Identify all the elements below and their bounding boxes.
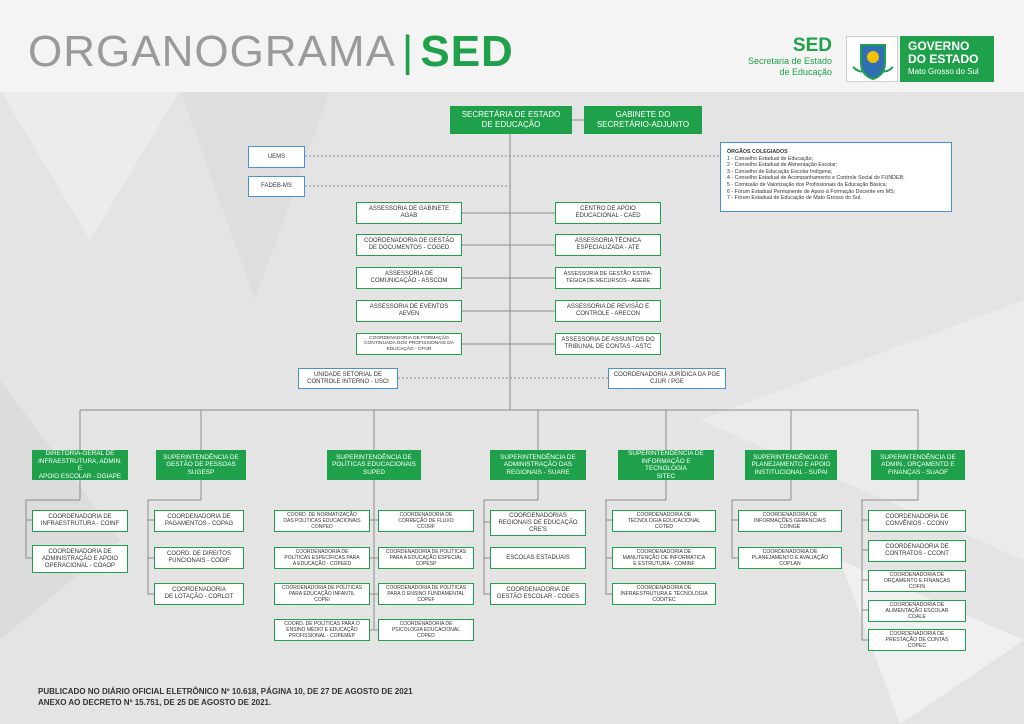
footer-note: PUBLICADO NO DIÁRIO OFICIAL ELETRÔNICO N…: [38, 686, 413, 708]
copef-box[interactable]: COORDENADORIA DE POLÍTICAS PARA O ENSINO…: [378, 583, 474, 605]
dgiape-box[interactable]: DIRETORIA-GERAL DE INFRAESTRUTURA, ADMIN…: [32, 450, 128, 480]
footer-line1: PUBLICADO NO DIÁRIO OFICIAL ELETRÔNICO N…: [38, 687, 413, 696]
government-logo: GOVERNO DO ESTADO Mato Grosso do Sul: [900, 36, 994, 82]
gov-line3: Mato Grosso do Sul: [908, 67, 979, 76]
state-coat-of-arms-icon: [846, 36, 898, 82]
gov-line1: GOVERNO: [908, 39, 970, 53]
orgaos-item: 1 - Conselho Estadual de Educação;: [727, 155, 813, 162]
copeed-box[interactable]: COORDENADORIA DE POLÍTICAS ESPECÍFICAS P…: [274, 547, 370, 569]
footer-line2: ANEXO AO DECRETO Nº 15.751, DE 25 DE AGO…: [38, 698, 272, 707]
assessoria-box-agere[interactable]: ASSESSORIA DE GESTÃO ESTRA- TÉGICA DE RE…: [555, 267, 661, 289]
supai-box[interactable]: SUPERINTENDÊNCIA DE PLANEJAMENTO E APOIO…: [745, 450, 837, 480]
ccont-box[interactable]: COORDENADORIA DE CONTRATOS - CCONT: [868, 540, 966, 562]
copec-box[interactable]: COORDENADORIA DE PRESTAÇÃO DE CONTAS COP…: [868, 629, 966, 651]
ccorf-box[interactable]: COORDENADORIA DE CORREÇÃO DE FLUXO CCORF: [378, 510, 474, 532]
coditec-box[interactable]: COORDENADORIA DE INFRAESTRUTURA E TECNOL…: [612, 583, 716, 605]
assessoria-box-asscom[interactable]: ASSESSORIA DE COMUNICAÇÃO - ASSCOM: [356, 267, 462, 289]
sed-brand-sub1: Secretaria de Estado: [747, 56, 832, 66]
uems-box[interactable]: UEMS: [248, 146, 305, 168]
coped-box[interactable]: COORDENADORIA DE PSICOLOGIA EDUCACIONAL …: [378, 619, 474, 641]
title-main: ORGANOGRAMA: [28, 27, 396, 76]
assessoria-box-aeven[interactable]: ASSESSORIA DE EVENTOS AEVEN: [356, 300, 462, 322]
usci-box[interactable]: UNIDADE SETORIAL DE CONTROLE INTERNO - U…: [298, 368, 398, 389]
orgaos-item: 7 - Fórum Estadual de Educação de Mato G…: [727, 195, 862, 202]
copesp-box[interactable]: COORDENADORIA DE POLÍTICAS PARA A EDUCAÇ…: [378, 547, 474, 569]
fadeb-box[interactable]: FADEB-MS: [248, 176, 305, 197]
page-title: ORGANOGRAMA|SED: [28, 26, 514, 78]
suped-box[interactable]: SUPERINTENDÊNCIA DE POLÍTICAS EDUCACIONA…: [327, 450, 421, 480]
escolas-box[interactable]: ESCOLAS ESTADUAIS: [490, 547, 586, 569]
cofin-box[interactable]: COORDENADORIA DE ORÇAMENTO E FINANÇAS CO…: [868, 570, 966, 592]
corlot-box[interactable]: COORDENADORIA DE LOTAÇÃO - CORLOT: [154, 583, 244, 605]
secretaria-box[interactable]: SECRETÁRIA DE ESTADO DE EDUCAÇÃO: [450, 106, 572, 134]
assessoria-box-coged[interactable]: COORDENADORIA DE GESTÃO DE DOCUMENTOS - …: [356, 234, 462, 256]
assessoria-box-agab[interactable]: ASSESSORIA DE GABINETE AGAB: [356, 202, 462, 224]
coplan-box[interactable]: COORDENADORIA DE PLANEJAMENTO E AVALIAÇÃ…: [738, 547, 842, 569]
cominf-box[interactable]: COORDENADORIA DE MANUTENÇÃO DE INFORMÁTI…: [612, 547, 716, 569]
orgaos-item: 2 - Conselho Estadual de Alimentação Esc…: [727, 162, 838, 169]
assessoria-box-astc[interactable]: ASSESSORIA DE ASSUNTOS DO TRIBUNAL DE CO…: [555, 333, 661, 355]
sugesp-box[interactable]: SUPERINTENDÊNCIA DE GESTÃO DE PESSOAS SU…: [156, 450, 246, 480]
coted-box[interactable]: COORDENADORIA DE TECNOLOGIA EDUCACIONAL …: [612, 510, 716, 532]
orgaos-item: 5 - Comissão de Valorização dos Profissi…: [727, 181, 888, 188]
cjur-box[interactable]: COORDENADORIA JURÍDICA DA PGE CJUR / PGE: [608, 368, 726, 389]
copei-box[interactable]: COORDENADORIA DE POLÍTICAS PARA EDUCAÇÃO…: [274, 583, 370, 605]
gov-line2: DO ESTADO: [908, 52, 979, 66]
sed-brand-sub2: de Educação: [779, 67, 832, 77]
orgaos-title: ÓRGÃOS COLEGIADOS: [727, 149, 788, 155]
assessoria-box-arecon[interactable]: ASSESSORIA DE REVISÃO E CONTROLE - ARECO…: [555, 300, 661, 322]
coaop-box[interactable]: COORDENADORIA DE ADMINISTRAÇÃO E APOIO O…: [32, 545, 128, 573]
conped-box[interactable]: COORD. DE NORMATIZAÇÃO DAS POLÍTICAS EDU…: [274, 510, 370, 532]
gabinete-box[interactable]: GABINETE DO SECRETÁRIO-ADJUNTO: [584, 106, 702, 134]
coale-box[interactable]: COORDENADORIA DE ALIMENTAÇÃO ESCOLAR COA…: [868, 600, 966, 622]
cres-box[interactable]: COORDENADORIAS REGIONAIS DE EDUCAÇÃO CRE…: [490, 510, 586, 536]
suare-box[interactable]: SUPERINTENDÊNCIA DE ADMINISTRAÇÃO DAS RE…: [490, 450, 586, 480]
assessoria-box-caed[interactable]: CENTRO DE APOIO EDUCACIONAL - CAED: [555, 202, 661, 224]
coinge-box[interactable]: COORDENADORIA DE INFORMAÇÕES GERENCIAIS …: [738, 510, 842, 532]
coges-box[interactable]: COORDENADORIA DE GESTÃO ESCOLAR - COGES: [490, 583, 586, 605]
sed-brand: SED Secretaria de Estado de Educação: [736, 36, 832, 78]
title-sed: SED: [420, 27, 514, 76]
sitec-box[interactable]: SUPERINTENDÊNCIA DE INFORMAÇÃO E TECNOLO…: [618, 450, 714, 480]
orgaos-item: 4 - Conselho Estadual de Acompanhamento …: [727, 175, 905, 182]
orgaos-item: 3 - Conselho de Educação Escolar Indígen…: [727, 168, 833, 175]
assessoria-box-cfor[interactable]: COORDENADORIA DE FORMAÇÃO CONTINUADA DOS…: [356, 333, 462, 355]
copemep-box[interactable]: COORD. DE POLÍTICAS PARA O ENSINO MÉDIO …: [274, 619, 370, 641]
sed-brand-name: SED: [792, 35, 832, 56]
cconv-box[interactable]: COORDENADORIA DE CONVÊNIOS - CCONV: [868, 510, 966, 532]
orgaos-colegiados-panel: ÓRGÃOS COLEGIADOS 1 - Conselho Estadual …: [720, 142, 952, 212]
assessoria-box-ate[interactable]: ASSESSORIA TÉCNICA ESPECIALIZADA - ATE: [555, 234, 661, 256]
title-separator: |: [401, 27, 415, 76]
suaof-box[interactable]: SUPERINTENDÊNCIA DE ADMIN., ORÇAMENTO E …: [871, 450, 965, 480]
copag-box[interactable]: COORDENADORIA DE PAGAMENTOS - COPAG: [154, 510, 244, 532]
coinf-box[interactable]: COORDENADORIA DE INFRAESTRUTURA - COINF: [32, 510, 128, 532]
orgaos-item: 6 - Fórum Estadual Permanente de Apoio à…: [727, 188, 896, 195]
codif-box[interactable]: COORD. DE DIREITOS FUNCIONAIS - CODIF: [154, 547, 244, 569]
